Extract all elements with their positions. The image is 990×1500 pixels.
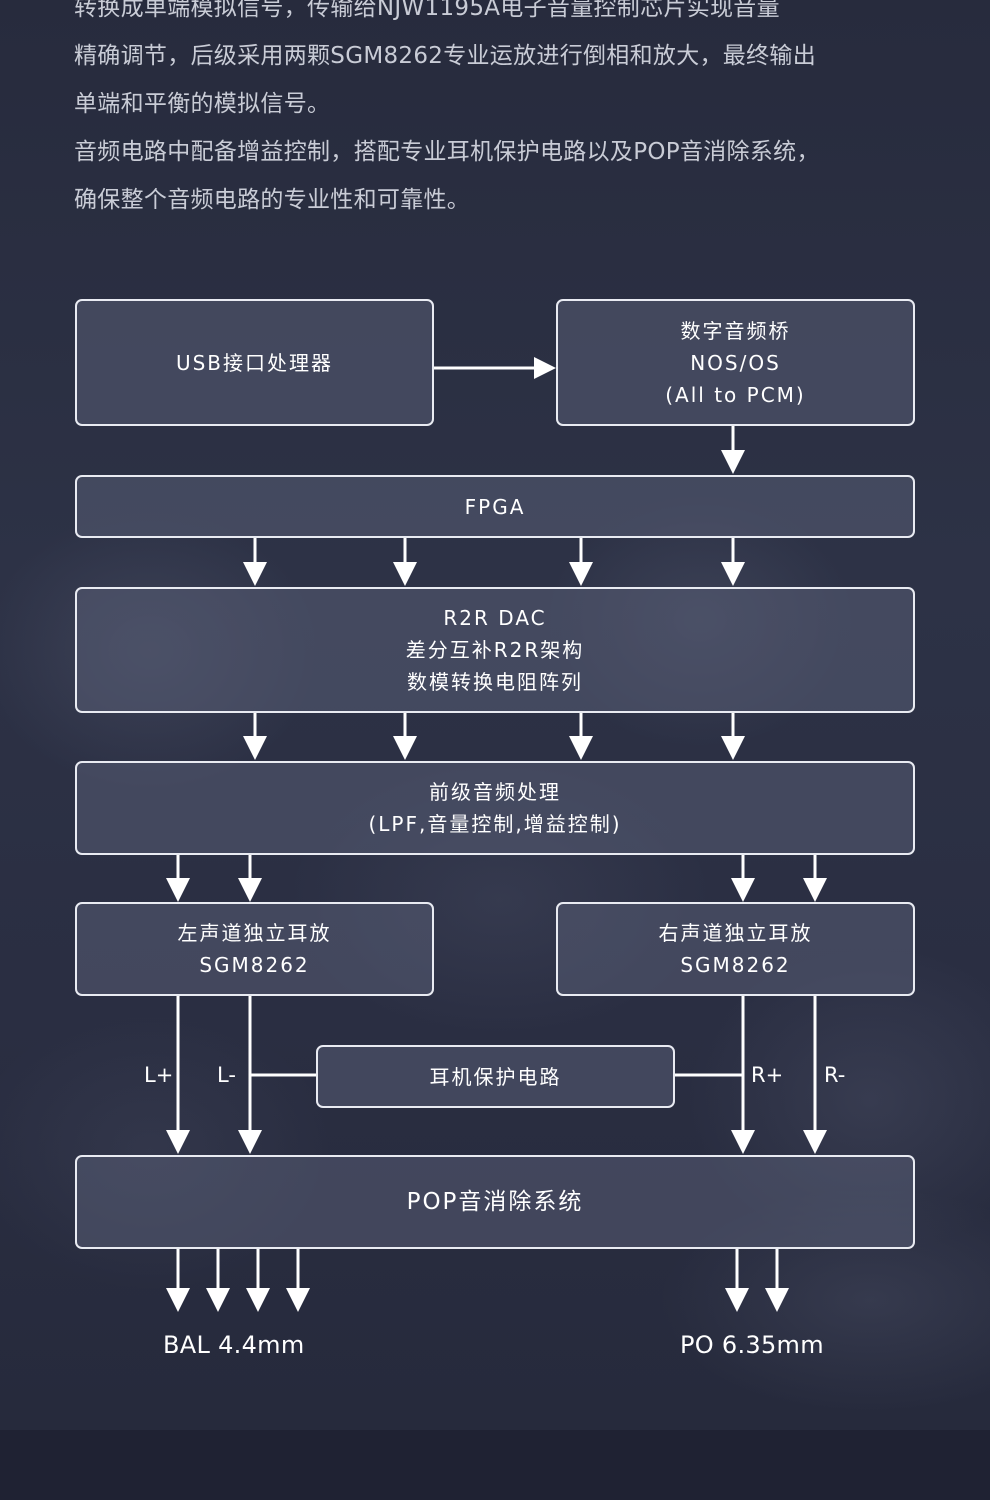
block-label: 数模转换电阻阵列 (407, 670, 583, 694)
preamp-block: 前级音频处理 (LPF,音量控制,增益控制) (75, 761, 915, 855)
bottom-band (0, 1430, 990, 1500)
block-label: 右声道独立耳放 (658, 921, 813, 945)
block-label: (All to PCM) (665, 382, 806, 407)
signal-label-r-plus: R+ (751, 1063, 784, 1087)
left-amp-block: 左声道独立耳放 SGM8262 (75, 902, 434, 996)
signal-label-l-minus: L- (217, 1063, 236, 1087)
block-label: SGM8262 (199, 953, 310, 977)
intro-line: 转换成单端模拟信号，传输给NJW1195A电子音量控制芯片实现音量 (74, 0, 780, 21)
block-label: 数字音频桥 (680, 318, 791, 343)
signal-label-l-plus: L+ (144, 1063, 174, 1087)
block-label: 前级音频处理 (429, 780, 561, 804)
pop-elimination-block: POP音消除系统 (75, 1155, 915, 1249)
block-label: SGM8262 (680, 953, 791, 977)
digital-audio-bridge-block: 数字音频桥 NOS/OS (All to PCM) (556, 299, 915, 426)
block-label: (LPF,音量控制,增益控制) (368, 812, 622, 836)
intro-text: 转换成单端模拟信号，传输给NJW1195A电子音量控制芯片实现音量 精确调节，后… (74, 0, 944, 224)
block-label: 差分互补R2R架构 (405, 638, 585, 662)
output-label-single-ended: PO 6.35mm (680, 1331, 824, 1359)
block-label: R2R DAC (443, 606, 547, 630)
fpga-block: FPGA (75, 475, 915, 538)
output-label-balanced: BAL 4.4mm (163, 1331, 305, 1359)
r2r-dac-block: R2R DAC 差分互补R2R架构 数模转换电阻阵列 (75, 587, 915, 713)
right-amp-block: 右声道独立耳放 SGM8262 (556, 902, 915, 996)
intro-line: 单端和平衡的模拟信号。 (74, 91, 331, 117)
usb-processor-block: USB接口处理器 (75, 299, 434, 426)
block-label: NOS/OS (690, 350, 781, 375)
intro-line: 精确调节，后级采用两颗SGM8262专业运放进行倒相和放大，最终输出 (74, 43, 816, 69)
intro-line: 音频电路中配备增益控制，搭配专业耳机保护电路以及POP音消除系统， (74, 139, 820, 165)
block-label: 耳机保护电路 (429, 1064, 562, 1089)
intro-line: 确保整个音频电路的专业性和可靠性。 (74, 187, 471, 213)
headphone-protection-block: 耳机保护电路 (316, 1045, 675, 1108)
block-label: POP音消除系统 (406, 1189, 584, 1215)
block-label: 左声道独立耳放 (177, 921, 332, 945)
signal-label-r-minus: R- (824, 1063, 846, 1087)
block-label: USB接口处理器 (175, 350, 334, 375)
block-label: FPGA (464, 494, 526, 519)
